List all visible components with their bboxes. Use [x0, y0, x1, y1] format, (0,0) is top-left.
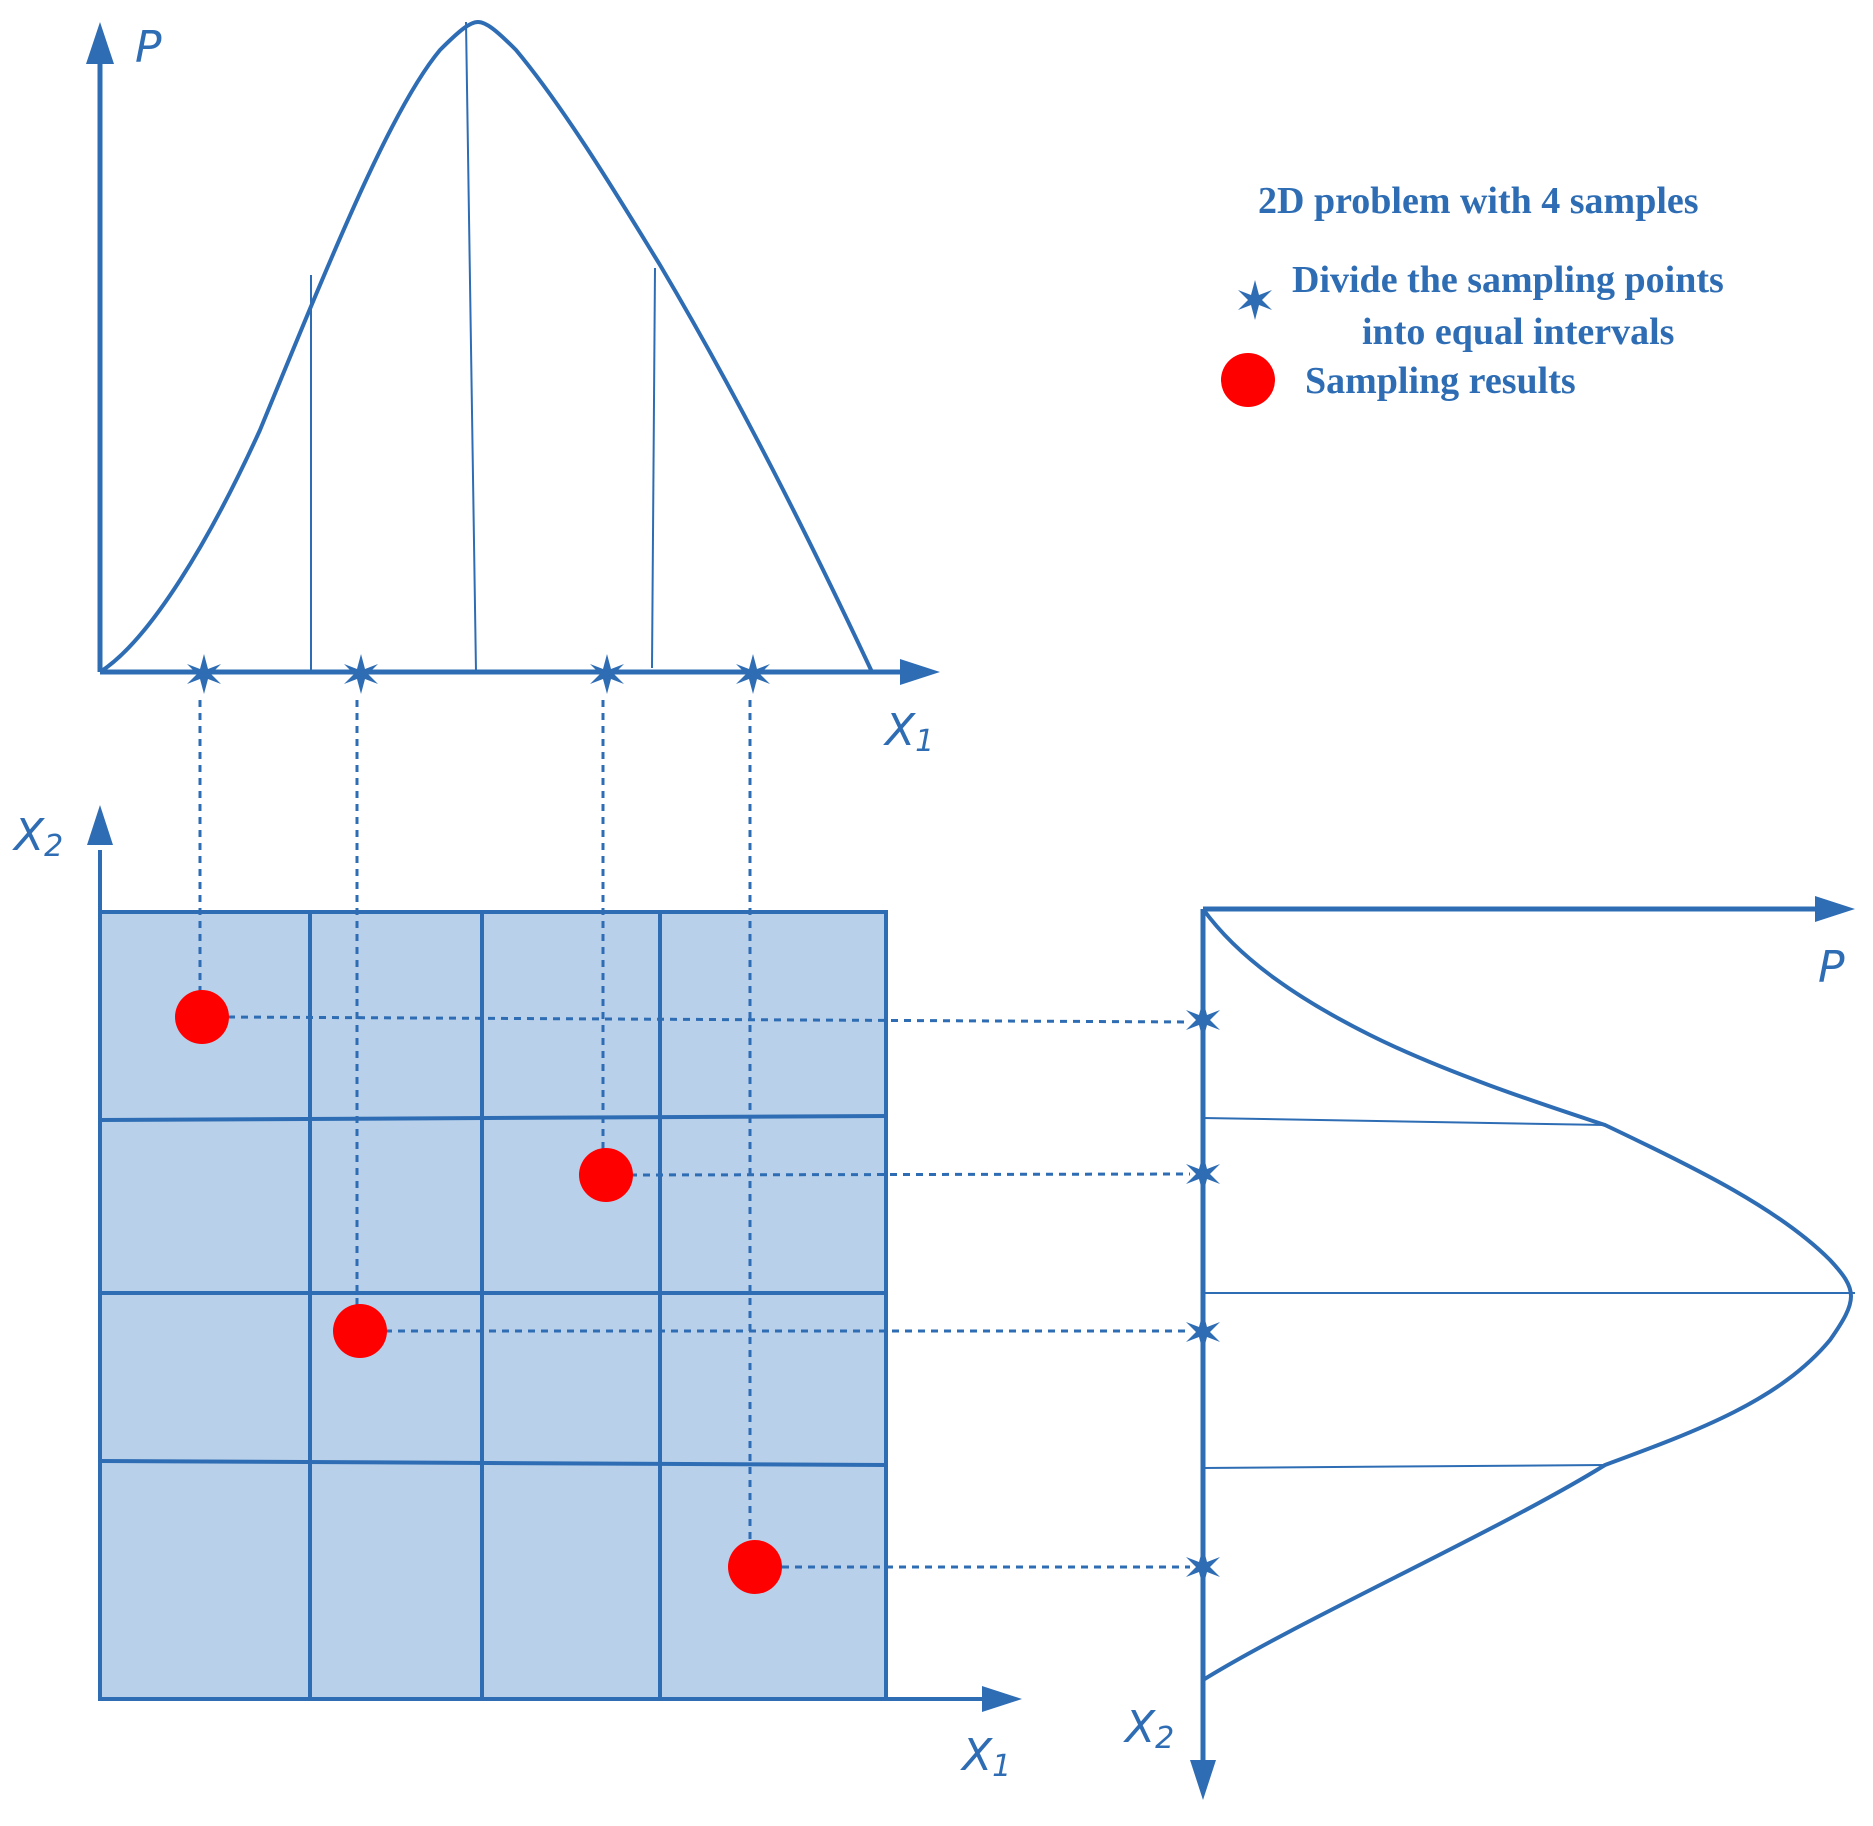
- right-sample-star-3: [1186, 1312, 1220, 1352]
- right-pdf-plot: P X2: [1123, 896, 1855, 1800]
- top-interval-divider-3: [651, 267, 656, 669]
- legend-title: 2D problem with 4 samples: [1258, 180, 1699, 222]
- top-pdf-curve: [98, 19, 874, 674]
- top-plot-x-label: X1: [883, 705, 934, 759]
- horizontal-projection-1: [227, 1015, 1191, 1024]
- legend-dot-label: Sampling results: [1305, 360, 1576, 402]
- top-interval-divider-2: [465, 21, 477, 673]
- grid-row-line-3: [99, 1459, 887, 1467]
- grid-x-label: X1: [960, 1730, 1011, 1784]
- grid-x-arrowhead: [982, 1686, 1022, 1712]
- legend-star-label-line1: Divide the sampling points: [1292, 259, 1724, 301]
- sample-point-2: [579, 1148, 633, 1202]
- horizontal-projections: [227, 1015, 1191, 1569]
- right-sample-star-1: [1186, 1000, 1220, 1040]
- right-pdf-curve: [1201, 907, 1853, 1682]
- legend: 2D problem with 4 samples Divide the sam…: [1221, 180, 1724, 407]
- grid-y-label: X2: [12, 810, 63, 864]
- legend-star-label-line2: into equal intervals: [1362, 311, 1674, 353]
- red-dot-icon: [1221, 353, 1275, 407]
- sample-point-3: [333, 1304, 387, 1358]
- horizontal-projection-2: [629, 1172, 1191, 1177]
- sample-point-1: [175, 990, 229, 1044]
- grid-y-arrowhead: [87, 805, 113, 845]
- grid-plot: X2 X1: [12, 805, 1022, 1784]
- right-interval-divider-3: [1202, 1464, 1606, 1469]
- right-interval-divider-1: [1202, 1117, 1606, 1126]
- top-plot-y-label: P: [135, 22, 162, 73]
- top-pdf-plot: P X1: [86, 19, 940, 759]
- sample-points: [175, 990, 782, 1594]
- star-icon: [1238, 280, 1272, 320]
- vertical-projections: [198, 700, 752, 1565]
- grid-row-line-1: [99, 1114, 887, 1122]
- right-plot-x2-arrowhead: [1190, 1760, 1216, 1800]
- right-sample-star-2: [1186, 1154, 1220, 1194]
- right-sample-star-4: [1186, 1547, 1220, 1587]
- right-plot-p-label: P: [1818, 942, 1845, 993]
- sample-point-4: [728, 1540, 782, 1594]
- top-plot-x-arrowhead: [900, 659, 940, 685]
- right-plot-p-arrowhead: [1815, 896, 1855, 922]
- right-plot-x2-label: X2: [1123, 1702, 1174, 1756]
- top-plot-y-arrowhead: [86, 22, 114, 64]
